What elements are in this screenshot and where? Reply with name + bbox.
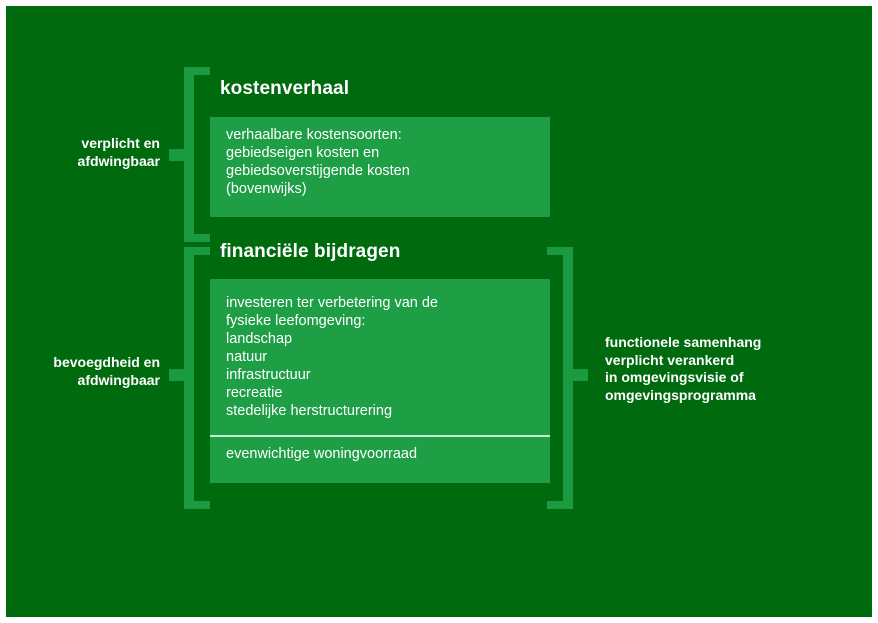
kostenverhaal-line-4: (bovenwijks) — [226, 181, 307, 197]
financiele-bijdragen-box: investeren ter verbetering van de fysiek… — [210, 279, 550, 483]
diagram-canvas: kostenverhaal financiële bijdragen verha… — [6, 6, 872, 617]
financiele-line-1: investeren ter verbetering van de — [226, 295, 438, 311]
left-bracket-bottom-nub — [169, 369, 185, 381]
left-bracket-top-nub — [169, 149, 185, 161]
left-bracket-top-bar — [184, 67, 194, 242]
right-bracket-nub — [572, 369, 588, 381]
left-label-top-line-2: afdwingbaar — [77, 152, 160, 169]
left-label-bottom-line-2: afdwingbaar — [77, 371, 160, 388]
left-bracket-bottom-cap-bottom — [184, 501, 210, 509]
left-bracket-bottom-bar — [184, 247, 194, 509]
financiele-line-4: natuur — [226, 349, 268, 365]
left-label-bottom: bevoegdheid en afdwingbaar — [53, 354, 160, 389]
financiele-line-6: recreatie — [226, 385, 283, 401]
financiele-line-2: fysieke leefomgeving: — [226, 313, 366, 329]
financiele-extra-line: evenwichtige woningvoorraad — [226, 446, 418, 462]
left-bracket-top-cap-top — [184, 67, 210, 75]
right-label-line-4: omgevingsprogramma — [605, 386, 756, 403]
kostenverhaal-line-1: verhaalbare kostensoorten: — [226, 127, 402, 143]
right-bracket-cap-bottom — [547, 501, 573, 509]
financiele-line-7: stedelijke herstructurering — [226, 403, 393, 419]
right-bracket-bar — [563, 247, 573, 509]
kostenverhaal-box: verhaalbare kostensoorten: gebiedseigen … — [210, 117, 550, 217]
financiele-line-3: landschap — [226, 331, 293, 347]
financiele-line-5: infrastructuur — [226, 367, 311, 383]
left-bracket-bottom-cap-top — [184, 247, 210, 255]
right-label-line-1: functionele samenhang — [605, 334, 762, 350]
left-label-bottom-line-1: bevoegdheid en — [53, 354, 160, 370]
kostenverhaal-line-2: gebiedseigen kosten en — [226, 145, 380, 161]
left-bracket-top-cap-bottom — [184, 234, 210, 242]
right-label-line-3: in omgevingsvisie of — [605, 369, 744, 385]
kostenverhaal-title: kostenverhaal — [220, 78, 350, 99]
left-label-top: verplicht en afdwingbaar — [78, 135, 160, 170]
financiele-divider — [210, 435, 550, 437]
financiele-bijdragen-title: financiële bijdragen — [220, 241, 401, 262]
left-label-top-line-1: verplicht en — [81, 135, 160, 151]
right-label-line-2: verplicht verankerd — [605, 351, 735, 368]
kostenverhaal-line-3: gebiedsoverstijgende kosten — [226, 163, 410, 179]
right-bracket-cap-top — [547, 247, 573, 255]
right-label: functionele samenhang verplicht veranker… — [605, 334, 761, 404]
